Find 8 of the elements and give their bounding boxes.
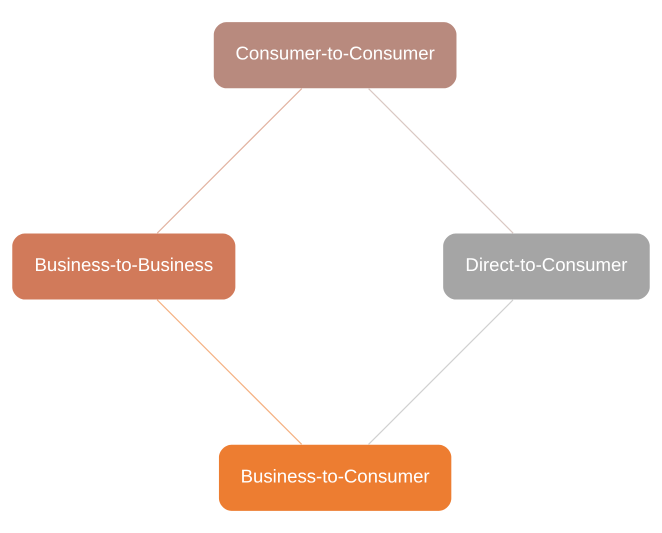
node-box: Business-to-Business — [12, 233, 236, 300]
connector — [156, 299, 302, 445]
connector — [368, 88, 514, 234]
node-box: Consumer-to-Consumer — [214, 22, 456, 88]
connector — [156, 88, 302, 234]
node-box: Direct-to-Consumer — [443, 233, 650, 300]
node-box: Business-to-Consumer — [218, 444, 452, 511]
connector — [368, 300, 514, 445]
